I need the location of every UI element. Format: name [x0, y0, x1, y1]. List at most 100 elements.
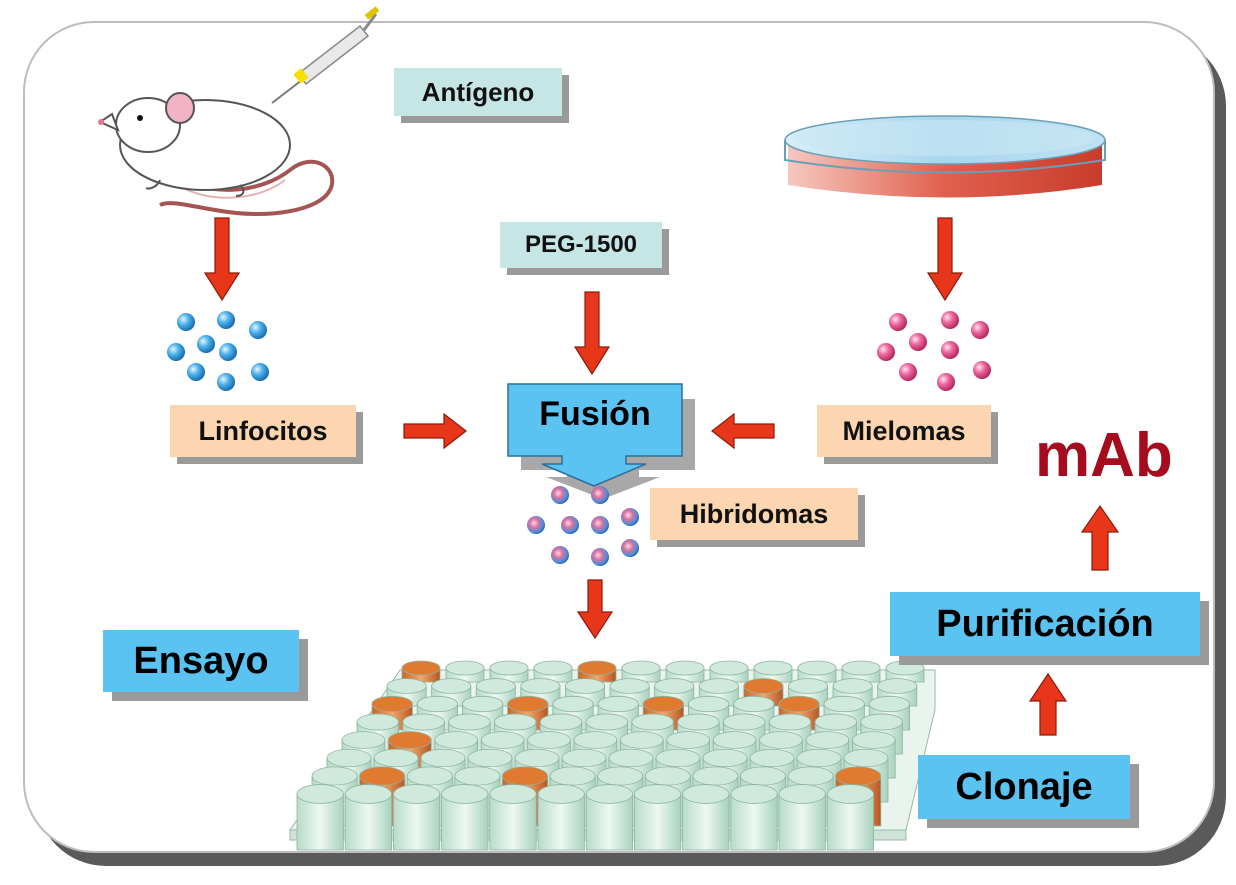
positive-well-top [401, 660, 441, 676]
well-top [843, 748, 889, 768]
well-top [654, 678, 695, 694]
well-top [480, 731, 525, 749]
hybridomas-label: Hibridomas [650, 488, 858, 540]
well-top [406, 766, 453, 786]
well-top [344, 784, 392, 804]
myeloma-cell [937, 373, 955, 391]
fusion-callout-shape [507, 383, 695, 499]
well-top [740, 766, 787, 786]
well-top [860, 713, 903, 731]
cloning-label: Clonaje [918, 755, 1130, 819]
positive-well-top [642, 695, 685, 713]
well-top [832, 678, 873, 694]
positive-well-top [778, 695, 820, 713]
well-top [454, 766, 501, 786]
arrow-down-dish [926, 217, 964, 302]
lymphocyte-cell [249, 321, 267, 339]
well-top [665, 660, 705, 676]
myeloma-cell [899, 363, 917, 381]
well-top [494, 713, 537, 731]
antigen-label: Antígeno [394, 68, 562, 116]
well-top [549, 766, 596, 786]
well-top [565, 678, 606, 694]
purification-label: Purificación [890, 592, 1200, 656]
hybridoma-cell [561, 516, 579, 534]
arrow-left-myelomas [711, 412, 775, 450]
well-top [537, 784, 585, 804]
lymphocyte-cell [187, 363, 205, 381]
well-top [702, 748, 748, 768]
well-top [826, 784, 875, 804]
lymphocyte-cell [217, 311, 235, 329]
positive-well-top [507, 695, 549, 713]
well-top [759, 731, 803, 749]
well-top [730, 784, 778, 804]
well-top [489, 660, 529, 676]
well-top [823, 695, 865, 713]
well-top [585, 784, 634, 804]
petri-dish-icon [784, 115, 1106, 198]
well-top [692, 766, 739, 786]
well-top [434, 731, 479, 749]
well-top [373, 748, 419, 768]
well-top [868, 695, 911, 713]
well-top [441, 784, 489, 804]
arrow-down-peg [573, 291, 611, 376]
well-top [621, 660, 661, 676]
myelomas-label: Mielomas [817, 405, 991, 457]
hybridoma-cell [591, 486, 609, 504]
arrow-up-purification [1028, 672, 1068, 736]
lymphocyte-cell [167, 343, 185, 361]
hybridoma-cell [527, 516, 545, 534]
well-top [527, 731, 571, 749]
well-top [712, 731, 757, 749]
well-top [341, 731, 386, 749]
arrow-down-hybridomas [576, 579, 614, 640]
well-top [885, 660, 925, 676]
well-top [609, 678, 650, 694]
positive-well-top [743, 678, 784, 694]
well-top [386, 678, 427, 694]
hybridoma-cell [621, 539, 639, 557]
mab-label: mAb [1035, 421, 1173, 490]
arrow-right-lymphocytes [403, 412, 467, 450]
myeloma-cell [941, 341, 959, 359]
well-top [687, 695, 730, 713]
well-top [797, 660, 837, 676]
well-top [573, 731, 618, 749]
well-top [841, 660, 881, 676]
syringe-icon [271, 6, 380, 104]
hybridoma-cell [591, 548, 609, 566]
well-top [489, 784, 537, 804]
well-top [597, 766, 644, 786]
well-top [682, 784, 730, 804]
well-top [420, 748, 466, 768]
well-top [448, 713, 491, 731]
well-top [431, 678, 472, 694]
well-top [552, 695, 594, 713]
myeloma-cell [889, 313, 907, 331]
well-top [805, 731, 850, 749]
well-top [467, 748, 513, 768]
positive-well-top [387, 731, 432, 749]
well-top [539, 713, 583, 731]
positive-well-top [835, 766, 882, 786]
well-top [296, 784, 344, 804]
lymphocyte-cell [251, 363, 269, 381]
well-top [585, 713, 628, 731]
well-top [733, 695, 775, 713]
well-top [475, 678, 516, 694]
well-top [561, 748, 607, 768]
well-top [619, 731, 664, 749]
well-top [814, 713, 857, 731]
myeloma-cell [909, 333, 927, 351]
well-top [416, 695, 458, 713]
well-top [514, 748, 560, 768]
hybridoma-cell [551, 546, 569, 564]
hybridoma-cell [591, 516, 609, 534]
myeloma-cell [971, 321, 989, 339]
well-top [311, 766, 358, 786]
lymphocyte-cell [217, 373, 235, 391]
well-top [461, 695, 504, 713]
